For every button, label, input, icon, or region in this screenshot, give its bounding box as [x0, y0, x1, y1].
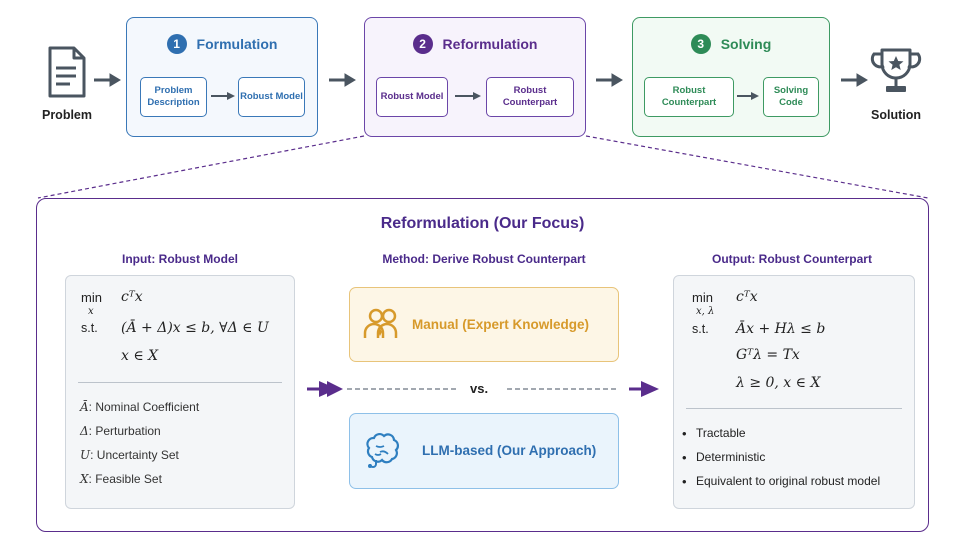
- st-keyword: s.t.: [81, 321, 98, 335]
- input-title: Input: Robust Model: [122, 252, 238, 266]
- stage-box-b: Solving Code: [763, 77, 819, 117]
- stage-title: Solving: [720, 36, 772, 52]
- input-model-panel: min x cᵀx s.t. (Ā + Δ)x ≤ b, ∀Δ ∈ U x ∈ …: [65, 275, 295, 509]
- comparison-line: [319, 381, 659, 397]
- constraint-2: Gᵀλ = Tx: [736, 347, 800, 363]
- domain-constraint: x ∈ X: [121, 348, 159, 364]
- arrow-icon: [211, 92, 235, 100]
- st-keyword: s.t.: [692, 322, 709, 336]
- llm-method-box: LLM-based (Our Approach): [349, 413, 619, 489]
- legend-feasible: X: Feasible Set: [80, 472, 162, 486]
- brain-icon: [366, 433, 399, 468]
- min-subscript: x, λ: [696, 306, 715, 317]
- solution-label: Solution: [871, 108, 921, 122]
- legend-perturbation: Δ: Perturbation: [80, 424, 161, 438]
- min-subscript: x: [88, 306, 94, 317]
- legend-nominal: Ā: Nominal Coefficient: [80, 400, 200, 414]
- arrow-icon: [455, 92, 481, 100]
- stage-reformulation: 2 Reformulation Robust Model Robust Coun…: [364, 17, 586, 137]
- legend-uncertainty: U: Uncertainty Set: [80, 448, 179, 462]
- constraint-3: λ ≥ 0, x ∈ X: [736, 375, 821, 391]
- property-item: Equivalent to original robust model: [682, 474, 880, 489]
- stage-box-a: Problem Description: [140, 77, 207, 117]
- document-icon: [48, 46, 86, 98]
- manual-label: Manual (Expert Knowledge): [412, 317, 590, 332]
- step-badge-2: 2: [412, 34, 433, 54]
- focus-panel: Reformulation (Our Focus) Input: Robust …: [36, 198, 929, 532]
- people-icon: [363, 308, 398, 338]
- divider: [78, 382, 282, 383]
- stage-title: Reformulation: [442, 36, 538, 52]
- divider: [686, 408, 902, 409]
- step-badge-1: 1: [166, 34, 187, 54]
- stage-box-a: Robust Model: [376, 77, 448, 117]
- min-keyword: min: [81, 290, 102, 305]
- arrow-icon: [737, 92, 759, 100]
- stage-formulation: 1 Formulation Problem Description Robust…: [126, 17, 318, 137]
- stage-solving: 3 Solving Robust Counterpart Solving Cod…: [632, 17, 830, 137]
- step-badge-3: 3: [690, 34, 711, 54]
- stage-box-b: Robust Counterpart: [486, 77, 574, 117]
- problem-node: Problem: [36, 44, 98, 122]
- focus-title: Reformulation (Our Focus): [380, 215, 585, 232]
- stage-box-b: Robust Model: [238, 77, 305, 117]
- input-arrow: [307, 381, 343, 397]
- trophy-icon: [870, 48, 922, 92]
- problem-label: Problem: [41, 108, 92, 122]
- property-item: Deterministic: [682, 450, 765, 465]
- property-item: Tractable: [682, 426, 745, 441]
- robust-constraint: (Ā + Δ)x ≤ b, ∀Δ ∈ U: [121, 320, 269, 336]
- stage-title: Formulation: [196, 36, 278, 52]
- vs-label: vs.: [470, 381, 489, 396]
- method-title: Method: Derive Robust Counterpart: [382, 252, 586, 266]
- manual-method-box: Manual (Expert Knowledge): [349, 287, 619, 362]
- solution-node: Solution: [864, 44, 928, 122]
- output-model-panel: min x, λ cᵀx s.t. Āx + Hλ ≤ b Gᵀλ = Tx λ…: [673, 275, 915, 509]
- objective: cᵀx: [736, 289, 758, 305]
- min-keyword: min: [692, 290, 713, 305]
- objective: cᵀx: [121, 289, 143, 305]
- constraint-1: Āx + Hλ ≤ b: [736, 321, 826, 337]
- stage-box-a: Robust Counterpart: [644, 77, 734, 117]
- llm-label: LLM-based (Our Approach): [422, 443, 597, 458]
- output-title: Output: Robust Counterpart: [712, 252, 872, 266]
